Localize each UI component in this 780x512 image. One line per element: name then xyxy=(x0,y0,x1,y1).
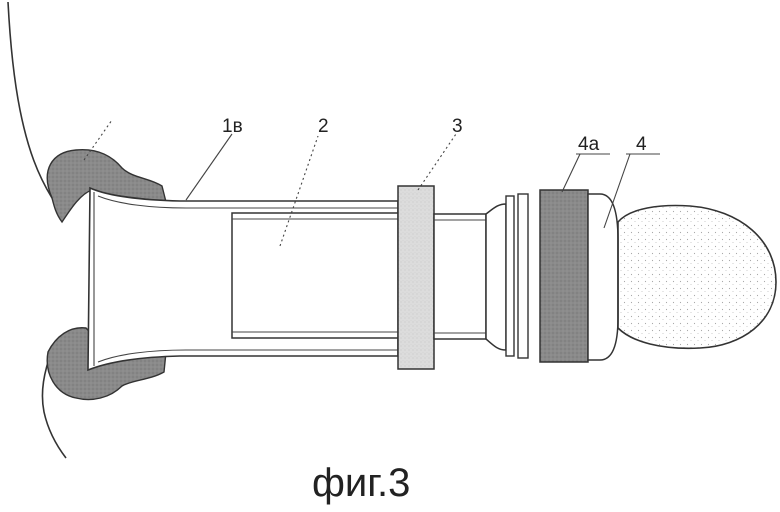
leader-line-2 xyxy=(279,135,319,247)
connecting-tube xyxy=(433,213,487,340)
thin-ring-2 xyxy=(517,193,529,359)
leader-line-4 xyxy=(603,153,631,229)
label-1v: 1в xyxy=(222,116,243,137)
end-cap xyxy=(587,193,619,361)
body-contour-line xyxy=(7,1,67,459)
upper-cushion xyxy=(46,149,167,224)
leader-line-1v xyxy=(185,133,233,201)
figure-caption: фиг.3 xyxy=(312,461,410,505)
leader-line-3 xyxy=(417,133,457,191)
collar-ring xyxy=(397,185,435,370)
label-2: 2 xyxy=(318,116,329,137)
grey-band xyxy=(539,189,589,363)
leader-line-cushion xyxy=(83,119,113,161)
label-4: 4 xyxy=(636,134,647,155)
rubber-bulb xyxy=(617,204,777,350)
flared-tube-inner-wall xyxy=(97,195,398,363)
label-3: 3 xyxy=(452,116,463,137)
tapered-neck xyxy=(485,203,507,351)
label-4a: 4а xyxy=(578,134,600,155)
thin-ring-1 xyxy=(505,195,515,357)
leader-line-4a xyxy=(561,153,581,193)
inner-cylinder xyxy=(231,212,399,339)
